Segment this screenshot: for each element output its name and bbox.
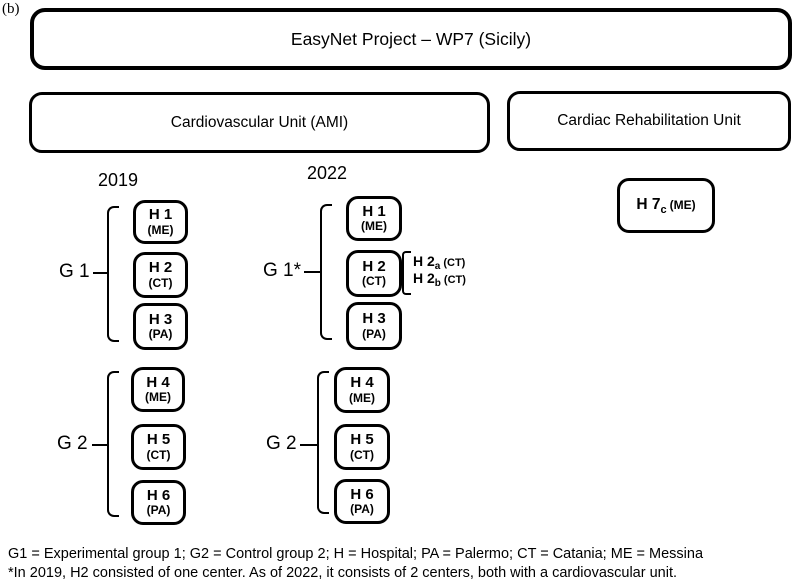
h7-subscript: c: [660, 203, 667, 216]
year-header-2022: 2022: [306, 163, 348, 183]
hospital-name: H 4: [146, 373, 170, 391]
hospital-name: H 3: [362, 310, 386, 328]
h2b-base: H 2: [413, 270, 435, 286]
h7-label: H 7c(ME): [636, 196, 695, 216]
project-title-box: EasyNet Project – WP7 (Sicily): [30, 8, 792, 70]
asterisk-footnote: *In 2019, H2 consisted of one center. As…: [8, 565, 677, 581]
h7-base: H 7: [636, 195, 661, 213]
h2a-city: (CT): [443, 257, 466, 269]
hospital-box-h7: H 7c(ME): [617, 178, 715, 233]
group-bracket-g2-2022: [317, 371, 329, 514]
hospital-box-h2-2022: H 2 (CT): [346, 250, 402, 297]
hospital-city: (CT): [362, 274, 386, 289]
hospital-box-h1-2019: H 1 (ME): [133, 200, 188, 244]
hospital-name: H 1: [362, 202, 386, 220]
hospital-name: H 5: [350, 431, 374, 449]
hospital-city: (CT): [350, 447, 374, 462]
hospital-name: H 5: [146, 431, 171, 449]
group-bracket-g2-2019: [107, 371, 119, 517]
h2a-subscript: a: [434, 261, 441, 272]
hospital-box-h4-2019: H 4 (ME): [131, 367, 185, 412]
figure-label: (b): [2, 1, 20, 17]
hospital-box-h3-2022: H 3 (PA): [346, 302, 402, 350]
group-label-g2-2019: G 2: [57, 433, 88, 454]
hospital-city: (PA): [146, 503, 171, 518]
h2b-city: (CT): [443, 274, 466, 286]
hospital-box-h5-2019: H 5 (CT): [131, 424, 186, 470]
h2a-base: H 2: [413, 253, 435, 269]
h2b-label: H 2b(CT): [413, 270, 466, 289]
cardiac-rehabilitation-unit-box: Cardiac Rehabilitation Unit: [507, 91, 791, 151]
h2b-subscript: b: [434, 278, 441, 289]
hospital-box-h2-2019: H 2 (CT): [133, 252, 188, 298]
project-title: EasyNet Project – WP7 (Sicily): [290, 28, 532, 49]
cardiovascular-unit-box: Cardiovascular Unit (AMI): [29, 92, 490, 153]
group-connector-g2-2019: [92, 444, 108, 446]
h2a-label: H 2a(CT): [413, 253, 465, 272]
group-label-g2-2022: G 2: [266, 433, 297, 454]
cardiac-rehabilitation-unit-label: Cardiac Rehabilitation Unit: [557, 112, 741, 129]
hospital-city: (PA): [362, 326, 386, 341]
hospital-city: (PA): [350, 502, 374, 517]
group-connector-g1-2019: [93, 272, 108, 274]
hospital-city: (ME): [349, 390, 375, 405]
h7-city: (ME): [669, 197, 696, 212]
hospital-box-h6-2019: H 6 (PA): [131, 480, 186, 525]
hospital-box-h4-2022: H 4 (ME): [334, 367, 390, 413]
hospital-box-h5-2022: H 5 (CT): [334, 424, 390, 470]
group-bracket-g1-2022: [320, 204, 332, 340]
hospital-city: (ME): [147, 222, 174, 237]
group-connector-g1-2022: [304, 271, 321, 273]
hospital-name: H 2: [148, 259, 173, 277]
group-connector-g2-2022: [300, 444, 318, 446]
group-bracket-g1-2019: [107, 206, 119, 342]
hospital-box-h6-2022: H 6 (PA): [334, 479, 390, 524]
hospital-box-h1-2022: H 1 (ME): [346, 196, 402, 241]
hospital-city: (PA): [148, 327, 173, 342]
hospital-box-h3-2019: H 3 (PA): [133, 303, 188, 350]
hospital-name: H 6: [146, 486, 171, 504]
hospital-city: (CT): [146, 447, 171, 462]
hospital-name: H 1: [148, 206, 173, 224]
hospital-name: H 6: [350, 485, 374, 503]
hospital-name: H 4: [350, 374, 374, 392]
hospital-city: (ME): [145, 390, 171, 405]
hospital-city: (CT): [148, 275, 173, 290]
group-label-g1-2019: G 1: [59, 261, 90, 282]
cardiovascular-unit-label: Cardiovascular Unit (AMI): [170, 113, 349, 131]
hospital-name: H 3: [148, 310, 173, 328]
h2-split-bracket: [402, 251, 411, 295]
legend-footnote: G1 = Experimental group 1; G2 = Control …: [8, 546, 704, 562]
group-label-g1-2022: G 1*: [263, 260, 302, 281]
hospital-name: H 2: [362, 257, 386, 275]
year-header-2019: 2019: [97, 170, 139, 190]
hospital-city: (ME): [361, 219, 387, 234]
